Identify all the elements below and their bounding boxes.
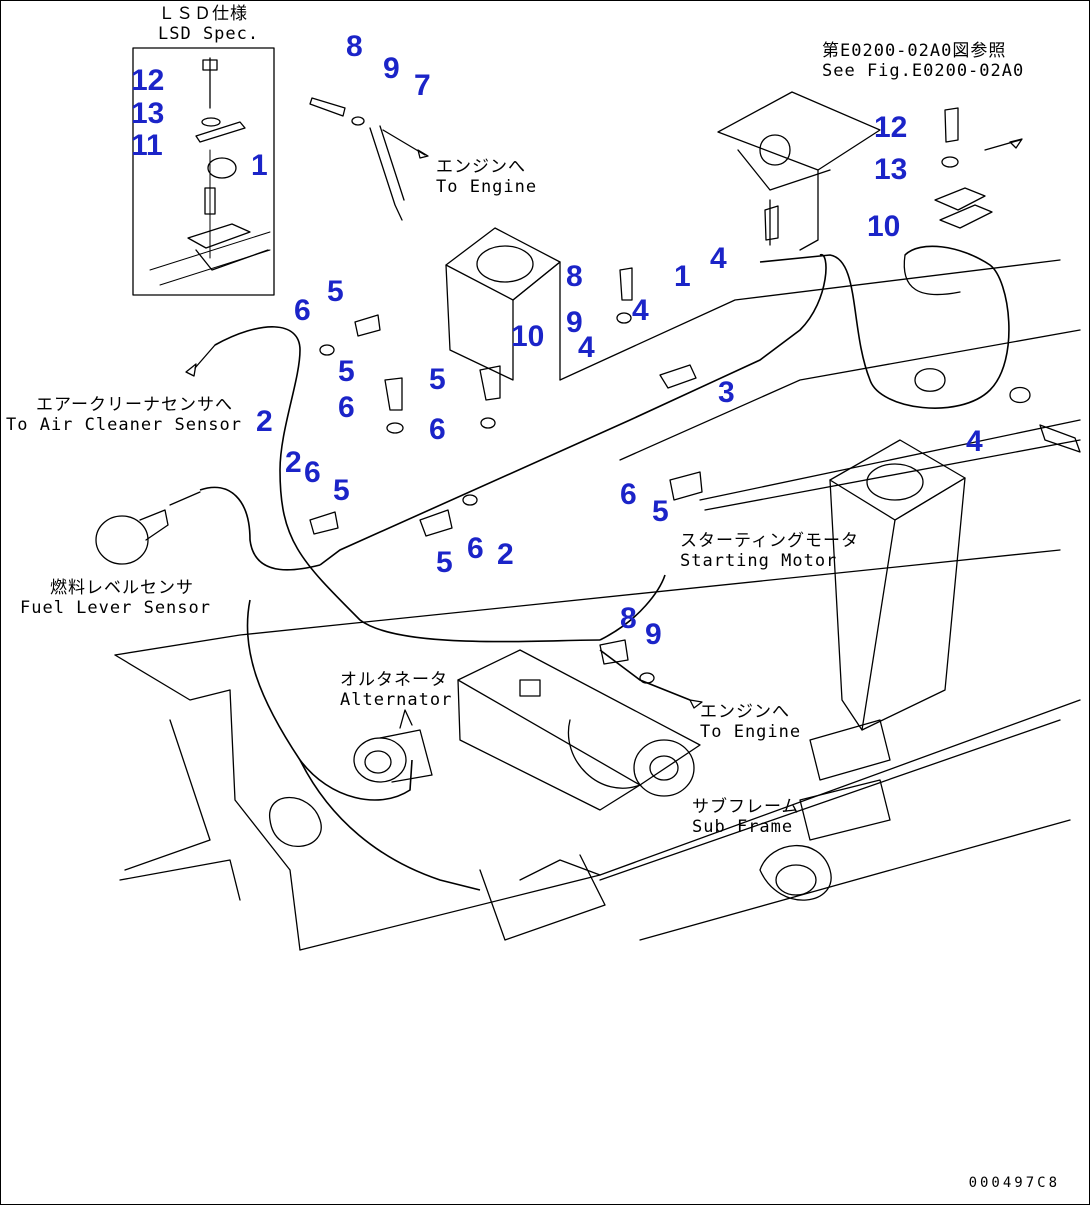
callout-5-center-mid: 5 <box>429 363 446 396</box>
note-alt-en: Alternator <box>340 689 453 710</box>
callout-6-center-mid: 6 <box>429 413 446 446</box>
note-see-fig: 第E0200-02A0図参照 See Fig.E0200-02A0 <box>822 41 1025 81</box>
callout-3: 3 <box>718 376 735 409</box>
note-fuel-jp: 燃料レベルセンサ <box>50 578 194 598</box>
note-sub-frame: サブフレーム Sub Frame <box>692 797 800 837</box>
callout-8-lower: 8 <box>620 602 637 635</box>
note-engine2-en: To Engine <box>700 721 802 742</box>
callout-4-top: 4 <box>710 242 727 275</box>
callout-9-center: 9 <box>566 306 583 339</box>
callout-5-center-low: 5 <box>436 546 453 579</box>
callout-4-mid: 4 <box>578 331 595 364</box>
callout-8-top: 8 <box>346 30 363 63</box>
callout-5-right-low: 5 <box>652 495 669 528</box>
callout-11-inset: 11 <box>131 129 163 162</box>
lsd-inset <box>132 47 275 296</box>
note-engine2-jp: エンジンへ <box>700 702 790 722</box>
callout-7-top: 7 <box>414 69 431 102</box>
top-right-plate <box>717 91 1023 296</box>
note-to-engine-lower: エンジンへ To Engine <box>700 702 802 742</box>
note-lsd-jp: ＬＳＤ仕様 <box>158 4 248 24</box>
callout-2-left: 2 <box>256 405 273 438</box>
note-starter-jp: スターティングモータ <box>680 531 859 551</box>
note-alternator: オルタネータ Alternator <box>340 670 453 710</box>
callout-4-right: 4 <box>966 425 983 458</box>
callout-8-center: 8 <box>566 260 583 293</box>
note-air-jp: エアークリーナセンサへ <box>36 395 233 415</box>
frame-structure <box>114 227 1081 951</box>
callout-6-center-low: 6 <box>467 532 484 565</box>
callout-5-left-low: 5 <box>333 474 350 507</box>
callout-13-inset: 13 <box>131 97 165 130</box>
note-starter-en: Starting Motor <box>680 550 838 571</box>
note-lsd-spec: ＬＳＤ仕様 LSD Spec. <box>158 4 260 44</box>
callout-6-right-low: 6 <box>620 478 637 511</box>
note-engine1-en: To Engine <box>436 176 538 197</box>
callout-12-right: 12 <box>874 111 908 144</box>
callout-10-center: 10 <box>511 320 545 353</box>
callout-5-left-top: 5 <box>327 275 344 308</box>
alternator <box>353 709 433 783</box>
engine-wire-top <box>309 97 429 221</box>
callout-13-right: 13 <box>874 153 908 186</box>
callout-10-right: 10 <box>867 210 901 243</box>
hardware <box>309 107 1081 684</box>
drawing-number: 000497C8 <box>968 1175 1060 1191</box>
callout-2-left-low: 2 <box>285 446 302 479</box>
callout-12-inset: 12 <box>131 64 165 97</box>
note-engine1-jp: エンジンへ <box>436 157 526 177</box>
note-air-cleaner: エアークリーナセンサへ To Air Cleaner Sensor <box>6 395 242 435</box>
callout-6-left-mid: 6 <box>338 391 355 424</box>
note-alt-jp: オルタネータ <box>340 670 448 690</box>
note-air-en: To Air Cleaner Sensor <box>6 414 242 435</box>
note-fuel-sensor: 燃料レベルセンサ Fuel Lever Sensor <box>20 578 211 618</box>
note-ref-jp: 第E0200-02A0図参照 <box>822 41 1007 61</box>
callout-1-main: 1 <box>674 260 691 293</box>
note-sub-jp: サブフレーム <box>692 797 800 817</box>
note-fuel-en: Fuel Lever Sensor <box>20 597 211 618</box>
callout-6-left-top: 6 <box>294 294 311 327</box>
callout-9-top: 9 <box>383 52 400 85</box>
callout-1-inset: 1 <box>251 149 268 182</box>
callout-2-center-low: 2 <box>497 538 514 571</box>
callout-4-center: 4 <box>632 294 649 327</box>
callout-6-left-low: 6 <box>304 456 321 489</box>
note-sub-en: Sub Frame <box>692 816 794 837</box>
note-starting-motor: スターティングモータ Starting Motor <box>680 531 859 571</box>
starter-motor <box>457 649 701 811</box>
callout-9-lower: 9 <box>645 618 662 651</box>
fuel-sensor <box>95 491 201 565</box>
wiring-harness <box>185 245 1010 891</box>
note-lsd-en: LSD Spec. <box>158 23 260 44</box>
callout-5-left-mid: 5 <box>338 355 355 388</box>
note-to-engine-top: エンジンへ To Engine <box>436 157 538 197</box>
note-ref-en: See Fig.E0200-02A0 <box>822 60 1025 81</box>
